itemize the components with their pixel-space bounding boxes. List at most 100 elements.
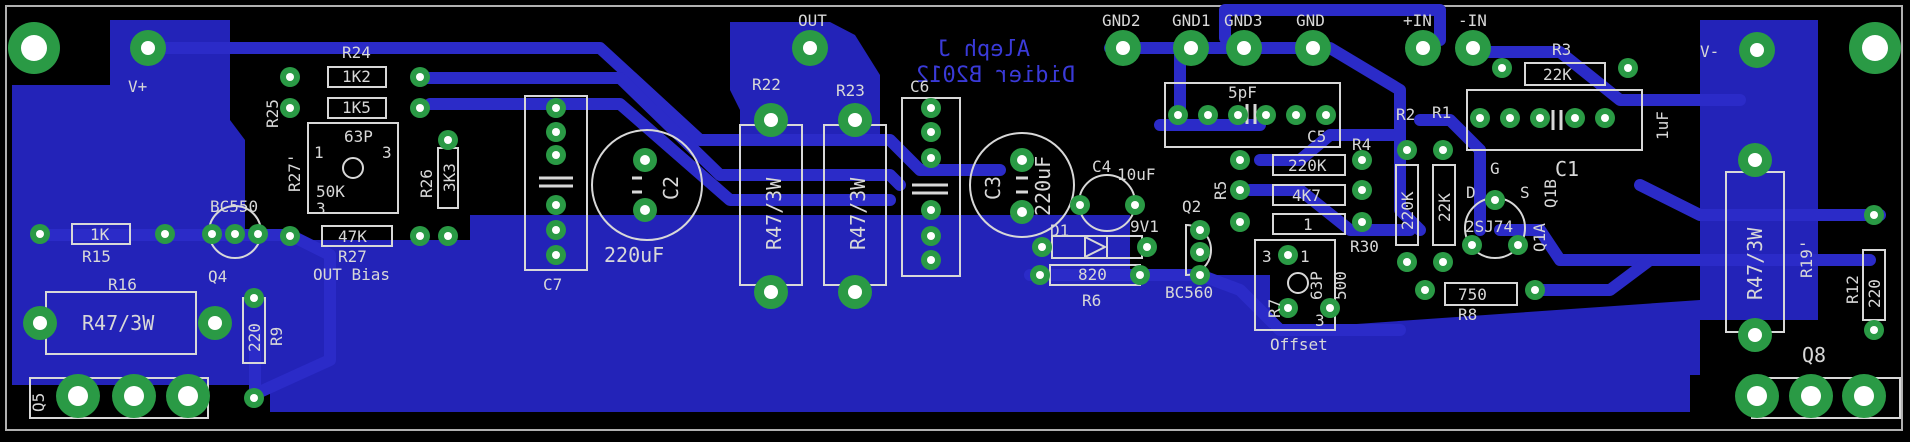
r4-ref: R4 bbox=[1352, 135, 1371, 154]
c3-value: 220uF bbox=[1031, 156, 1055, 216]
out-pad[interactable] bbox=[792, 30, 828, 66]
r22-value: R47/3W bbox=[762, 177, 786, 250]
q8-pads bbox=[1735, 374, 1886, 418]
r26-ref: R26 bbox=[417, 169, 436, 198]
r27-body bbox=[321, 225, 393, 247]
solder-pad-hole bbox=[444, 136, 452, 144]
r16-pads bbox=[23, 306, 232, 340]
solder-pad-hole bbox=[250, 294, 258, 302]
vminus-pad[interactable] bbox=[1739, 32, 1775, 68]
solder-pad-hole bbox=[36, 230, 44, 238]
solder-pad-hole bbox=[444, 232, 452, 240]
solder-pad-hole bbox=[1322, 111, 1330, 119]
gnd1-pad[interactable] bbox=[1173, 30, 1209, 66]
r5-body bbox=[1272, 184, 1346, 206]
q8-ref: Q8 bbox=[1802, 343, 1826, 367]
solder-pad-hole bbox=[416, 104, 424, 112]
solder-pad-hole bbox=[416, 232, 424, 240]
label-plus-in: +IN bbox=[1403, 11, 1432, 30]
r27p-ref: R27' bbox=[285, 153, 304, 192]
r19p-pads bbox=[1738, 143, 1772, 352]
solder-pad-hole bbox=[552, 251, 560, 259]
solder-pad-hole bbox=[1476, 114, 1484, 122]
solder-pad-hole bbox=[1234, 111, 1242, 119]
r22-ref: R22 bbox=[752, 75, 781, 94]
solder-pad-hole bbox=[1531, 286, 1539, 294]
r16-ref: R16 bbox=[108, 275, 137, 294]
r27p-pin1: 1 bbox=[314, 143, 324, 162]
solder-pad-hole bbox=[1506, 114, 1514, 122]
r22-pads bbox=[754, 103, 788, 309]
r6-ref: R6 bbox=[1082, 291, 1101, 310]
r30-body bbox=[1272, 213, 1346, 235]
r27p-pin3b: 3 bbox=[316, 199, 326, 218]
solder-pad-hole bbox=[1236, 186, 1244, 194]
gnd2-pad[interactable] bbox=[1105, 30, 1141, 66]
c6-ref: C6 bbox=[910, 77, 929, 96]
minus-in-pad[interactable] bbox=[1455, 30, 1491, 66]
solder-pad-hole bbox=[1439, 258, 1447, 266]
solder-pad-hole bbox=[1571, 114, 1579, 122]
title-line2: Didier B2012 bbox=[916, 63, 1075, 88]
r23-ref: R23 bbox=[836, 81, 865, 100]
r1-body bbox=[1432, 164, 1456, 246]
label-gnd3: GND3 bbox=[1224, 11, 1263, 30]
label-gnd1: GND1 bbox=[1172, 11, 1211, 30]
r9-value: 220 bbox=[245, 323, 264, 352]
r8-value: 750 bbox=[1458, 285, 1487, 304]
gnd-pad[interactable] bbox=[1295, 30, 1331, 66]
solder-pad-hole bbox=[1468, 241, 1476, 249]
r25-body bbox=[327, 97, 387, 119]
r15-ref: R15 bbox=[82, 247, 111, 266]
c2-value: 220uF bbox=[604, 243, 664, 267]
r27p-pot: 63P bbox=[344, 127, 373, 146]
solder-pad-hole bbox=[1624, 64, 1632, 72]
solder-pad-hole bbox=[1236, 156, 1244, 164]
label-gnd: GND bbox=[1296, 11, 1325, 30]
solder-pad-hole bbox=[927, 232, 935, 240]
solder-pad-hole bbox=[1358, 218, 1366, 226]
r2-ref: R2 bbox=[1396, 105, 1415, 124]
r8-body bbox=[1444, 282, 1518, 306]
c2-body bbox=[591, 129, 703, 241]
solder-pad-hole bbox=[1358, 156, 1366, 164]
c4-ref: C4 bbox=[1092, 157, 1111, 176]
q1-pin-s: S bbox=[1520, 183, 1530, 202]
r30-value: 1 bbox=[1303, 215, 1313, 234]
solder-pad-hole bbox=[552, 151, 560, 159]
solder-pad-hole bbox=[286, 232, 294, 240]
r12-value: 220 bbox=[1865, 279, 1884, 308]
c1-ref: C1 bbox=[1555, 157, 1579, 181]
solder-pad-hole bbox=[1284, 304, 1292, 312]
r24-body bbox=[327, 66, 387, 88]
q5-ref: Q5 bbox=[29, 393, 48, 412]
solder-pad-hole bbox=[1196, 248, 1204, 256]
r7-pin3: 3 bbox=[1262, 247, 1272, 266]
small-pads bbox=[30, 58, 1884, 408]
solder-pad-hole bbox=[552, 201, 560, 209]
r12-ref: R12 bbox=[1843, 275, 1862, 304]
q4-value: BC550 bbox=[210, 197, 258, 216]
label-gnd2: GND2 bbox=[1102, 11, 1141, 30]
c3-ref: C3 bbox=[981, 176, 1005, 200]
solder-pad-hole bbox=[927, 154, 935, 162]
c2-pads bbox=[633, 148, 657, 222]
r16-value: R47/3W bbox=[82, 311, 155, 335]
r1-ref: R1 bbox=[1432, 103, 1451, 122]
vplus-pad[interactable] bbox=[130, 30, 166, 66]
r2-value: 220K bbox=[1398, 191, 1417, 230]
r2-body bbox=[1395, 164, 1419, 246]
solder-pad-hole bbox=[927, 206, 935, 214]
solder-pad-hole bbox=[552, 226, 560, 234]
solder-pad-hole bbox=[1174, 111, 1182, 119]
solder-pad-hole bbox=[1326, 304, 1334, 312]
solder-pad-hole bbox=[1498, 64, 1506, 72]
q1-value: 2SJ74 bbox=[1465, 217, 1513, 236]
solder-pad-hole bbox=[161, 230, 169, 238]
c7-body bbox=[524, 95, 588, 271]
r27p-pin3: 3 bbox=[382, 143, 392, 162]
plus-in-pad[interactable] bbox=[1405, 30, 1441, 66]
c3-pads bbox=[1010, 148, 1034, 224]
r30-ref: R30 bbox=[1350, 237, 1379, 256]
gnd3-pad[interactable] bbox=[1226, 30, 1262, 66]
